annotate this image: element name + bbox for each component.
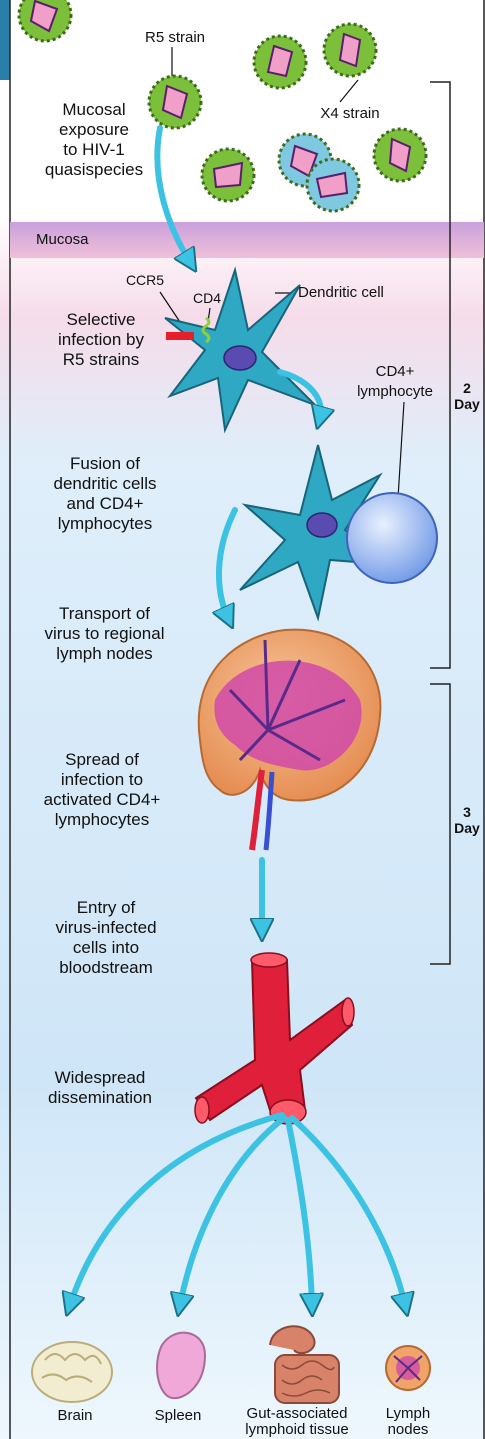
fusion-label: Fusion of dendritic cells and CD4+ lymph… xyxy=(30,454,180,534)
phase2-unit: Day xyxy=(450,820,484,836)
lymph-nodes-illustration xyxy=(386,1346,430,1390)
brain-label: Brain xyxy=(40,1408,110,1424)
lymph-nodes-label: Lymph nodes xyxy=(368,1406,448,1438)
ccr5-label: CCR5 xyxy=(110,272,180,288)
virus-particle xyxy=(254,36,306,88)
entry-label: Entry of virus-infected cells into blood… xyxy=(36,898,176,978)
transport-label: Transport of virus to regional lymph nod… xyxy=(22,604,187,664)
dendritic-cell-label: Dendritic cell xyxy=(298,283,408,303)
virus-particle xyxy=(307,159,359,211)
virus-particle xyxy=(149,76,201,128)
phase1-unit: Day xyxy=(450,396,484,412)
x4-strain-label: X4 strain xyxy=(300,104,400,124)
cd4-label: CD4 xyxy=(182,290,232,306)
widespread-label: Widespread dissemination xyxy=(30,1068,170,1108)
cd4-lymphocyte-label: CD4+ lymphocyte xyxy=(340,362,450,402)
cd4-lymphocyte-cell xyxy=(347,493,437,583)
mucosal-exposure-label: Mucosal exposure to HIV-1 quasispecies xyxy=(34,100,154,180)
virus-particle xyxy=(374,129,426,181)
left-edge-bar xyxy=(0,0,10,80)
virus-particle xyxy=(202,149,254,201)
ccr5-receptor xyxy=(166,332,194,340)
galt-label: Gut-associated lymphoid tissue xyxy=(238,1406,356,1438)
mucosa-label: Mucosa xyxy=(36,230,116,250)
phase1-number: 2 xyxy=(450,380,484,396)
phase2-number: 3 xyxy=(450,804,484,820)
virus-particle xyxy=(324,24,376,76)
r5-strain-label: R5 strain xyxy=(125,28,225,48)
spread-label: Spread of infection to activated CD4+ ly… xyxy=(22,750,182,830)
selective-infection-label: Selective infection by R5 strains xyxy=(36,310,166,370)
brain-illustration xyxy=(32,1342,112,1402)
spleen-label: Spleen xyxy=(138,1408,218,1424)
